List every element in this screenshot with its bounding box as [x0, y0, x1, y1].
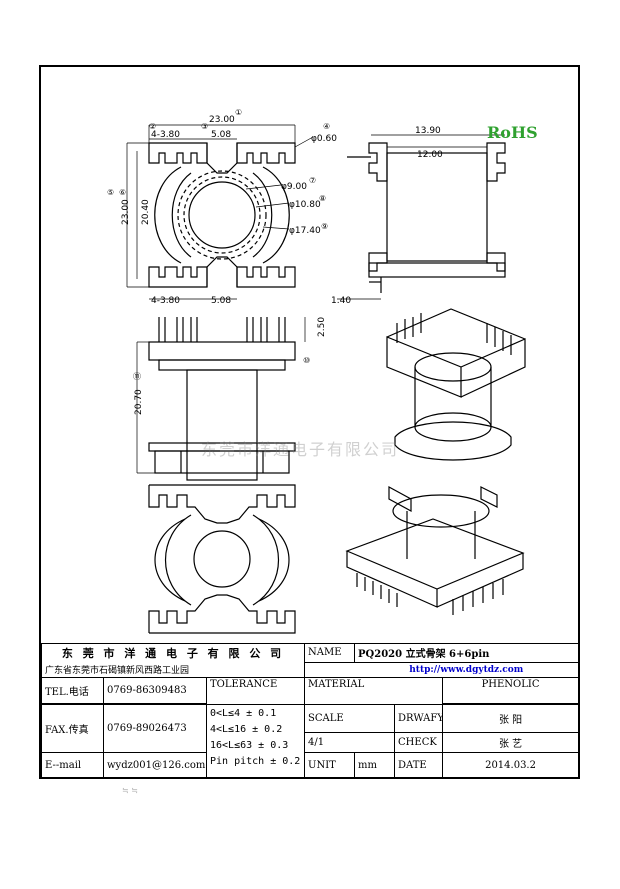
- website-link[interactable]: http://www.dgytdz.com: [409, 665, 524, 676]
- fax-label: FAX.传真: [41, 704, 104, 753]
- dim-pin-len: 2.50: [317, 317, 327, 337]
- email-value: wydz001@126.com: [103, 752, 207, 779]
- scale-label: SCALE: [304, 704, 396, 733]
- dim-width-total: 23.00: [209, 115, 235, 125]
- dim-bore: φ9.00: [281, 182, 307, 192]
- dim-height-total: 23.00: [121, 199, 131, 225]
- name-label: NAME: [304, 643, 356, 663]
- dim-center-gap-b: 5.08: [211, 296, 231, 306]
- name-value: PQ2020 立式骨架 6+6pin: [354, 643, 580, 663]
- unit-label: UNIT: [304, 752, 356, 779]
- marker-1: ①: [235, 108, 242, 117]
- dim-side-inner: 12.00: [417, 150, 443, 160]
- watermark: 东莞市洋通电子有限公司: [201, 440, 400, 459]
- tolerance-3: 16<L≤63 ± 0.3: [210, 740, 289, 751]
- email-label: E--mail: [41, 752, 104, 779]
- marker-8: ⑧: [319, 194, 326, 203]
- marker-5: ⑤: [107, 188, 114, 197]
- front-view: [148, 317, 296, 481]
- fax-value: 0769-89026473: [103, 704, 207, 753]
- dim-pin-dia: φ0.60: [311, 134, 337, 144]
- dim-center-gap: 5.08: [211, 130, 231, 140]
- check-label: CHECK: [394, 732, 444, 753]
- date-value: 2014.03.2: [442, 752, 580, 779]
- marker-7: ⑦: [309, 176, 316, 185]
- tolerance-1: 0<L≤4 ± 0.1: [210, 708, 277, 719]
- company-name-cell: 东 莞 市 洋 通 电 子 有 限 公 司: [40, 643, 306, 662]
- date-label: DATE: [394, 752, 444, 779]
- tolerance-label: TOLERANCE: [205, 677, 306, 705]
- title-block: 东 莞 市 洋 通 电 子 有 限 公 司 NAME PQ2020 立式骨架 6…: [40, 643, 580, 779]
- dim-pitch-b: 4-3.80: [151, 296, 180, 306]
- scale-value: 4/1: [304, 732, 396, 753]
- dim-height-inner: 20.40: [141, 199, 151, 225]
- marker-3: ③: [201, 122, 208, 131]
- rohs-label: RoHS: [487, 123, 538, 142]
- top-view: [148, 142, 296, 288]
- check-value: 张 艺: [442, 732, 580, 753]
- bottom-view: [148, 484, 296, 634]
- marker-6: ⑥: [119, 188, 126, 197]
- dim-side-pin: 1.40: [331, 296, 351, 306]
- side-view: [347, 142, 506, 293]
- tolerance-4: Pin pitch ± 0.2: [210, 756, 301, 767]
- dim-flange-inner: φ10.80: [289, 200, 321, 210]
- address-cell: 广东省东莞市石碣镇新风西路工业园: [40, 662, 306, 678]
- marker-4: ④: [323, 122, 330, 131]
- address: 广东省东莞市石碣镇新风西路工业园: [45, 666, 190, 676]
- marker-11: ⑪: [133, 372, 141, 381]
- tolerance-list: 0<L≤4 ± 0.1 4<L≤16 ± 0.2 16<L≤63 ± 0.3 P…: [205, 704, 306, 779]
- isometric-view: [345, 308, 526, 615]
- website-cell: http://www.dgytdz.com: [354, 662, 580, 678]
- marker-2: ②: [149, 122, 156, 131]
- tel-value: 0769-86309483: [103, 677, 207, 704]
- dim-side-width: 13.90: [415, 126, 441, 136]
- dim-body-height: 20.70: [134, 389, 144, 415]
- tel-label: TEL.电话: [41, 677, 104, 704]
- stray-mark: ≒ ≒: [122, 786, 138, 795]
- drawby-label: DRWAFY: [394, 704, 444, 733]
- company-name: 东 莞 市 洋 通 电 子 有 限 公 司: [61, 647, 285, 660]
- drawing-sheet: 23.00 4-3.80 5.08 φ0.60 23.00 20.40 φ9.0…: [39, 65, 580, 779]
- material-label: MATERIAL: [304, 677, 444, 705]
- unit-value: mm: [354, 752, 396, 779]
- drawby-value: 张 阳: [442, 704, 580, 733]
- tolerance-2: 4<L≤16 ± 0.2: [210, 724, 283, 735]
- marker-9: ⑨: [321, 222, 328, 231]
- material-value: PHENOLIC: [442, 677, 580, 704]
- dim-flange-outer: φ17.40: [289, 226, 321, 236]
- dim-pitch-a: 4-3.80: [151, 130, 180, 140]
- technical-drawing: 23.00 4-3.80 5.08 φ0.60 23.00 20.40 φ9.0…: [107, 108, 526, 634]
- marker-10: ⑩: [303, 356, 310, 365]
